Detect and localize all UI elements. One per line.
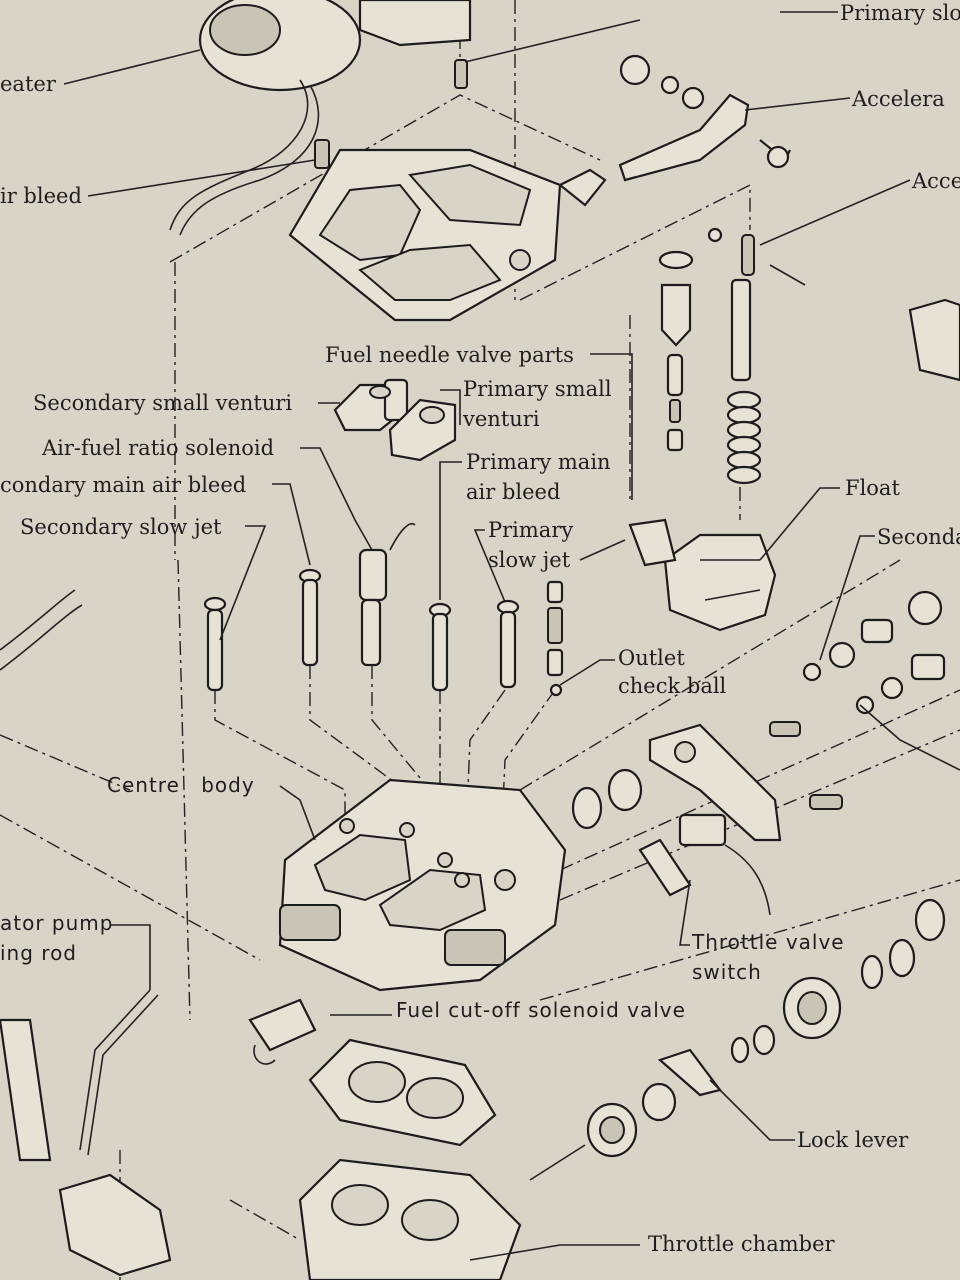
throttle-valve-switch-parts [571, 721, 843, 916]
label-primary-main-air-bleed-1: Primary main [466, 450, 611, 474]
accelerator-pump-rod-parts [0, 589, 317, 1277]
label-throttle-chamber: Throttle chamber [648, 1232, 835, 1256]
label-secondary-right: Seconda [877, 525, 960, 549]
accelerator-linkage-parts [557, 54, 960, 485]
secondary-right-parts [802, 590, 946, 715]
label-fuel-cut-off-solenoid-valve: Fuel cut-off solenoid valve [396, 998, 686, 1022]
label-throttle-valve-switch-1: Throttle valve [692, 930, 845, 954]
label-outlet-check-ball-1: Outlet [618, 646, 685, 670]
label-secondary-main-air-bleed: condary main air bleed [0, 473, 247, 497]
label-primary-slow-jet-1: Primary [488, 518, 574, 542]
label-heater: eater [0, 72, 56, 96]
label-accelerator-pump-rod-2: ing rod [0, 941, 77, 965]
label-accelerator-2: Acce [912, 169, 960, 193]
small-venturis [333, 378, 457, 462]
label-primary-slow-jet-2: slow jet [488, 548, 571, 572]
label-lock-lever: Lock lever [797, 1128, 909, 1152]
label-outlet-check-ball-2: check ball [618, 674, 727, 698]
top-gasket [288, 148, 562, 322]
label-fuel-needle-valve-parts: Fuel needle valve parts [325, 343, 574, 367]
label-throttle-valve-switch-2: switch [692, 960, 762, 984]
label-centre-body: Centre body [107, 773, 255, 797]
label-primary-main-air-bleed-2: air bleed [466, 480, 561, 504]
leader-lines [63, 11, 960, 1261]
float-part [579, 518, 777, 632]
heater-assembly [169, 0, 472, 236]
label-float: Float [845, 476, 900, 500]
label-air-fuel-ratio-solenoid: Air-fuel ratio solenoid [42, 436, 275, 460]
label-primary-small-venturi-2: venturi [463, 407, 540, 431]
centre-body-part [278, 778, 567, 992]
jets-row [203, 523, 564, 697]
lower-gasket-and-throttle-chamber [298, 1038, 522, 1280]
label-secondary-small-venturi: Secondary small venturi [33, 391, 293, 415]
label-primary-small-venturi-1: Primary small [463, 377, 612, 401]
label-air-bleed: ir bleed [0, 184, 82, 208]
label-accelerator-1: Accelera [852, 87, 945, 111]
lock-lever-spring-parts [529, 898, 946, 1181]
label-primary-slow: Primary slo [840, 1, 960, 25]
label-secondary-slow-jet: Secondary slow jet [20, 515, 222, 539]
label-accelerator-pump-rod-1: ator pump [0, 911, 114, 935]
